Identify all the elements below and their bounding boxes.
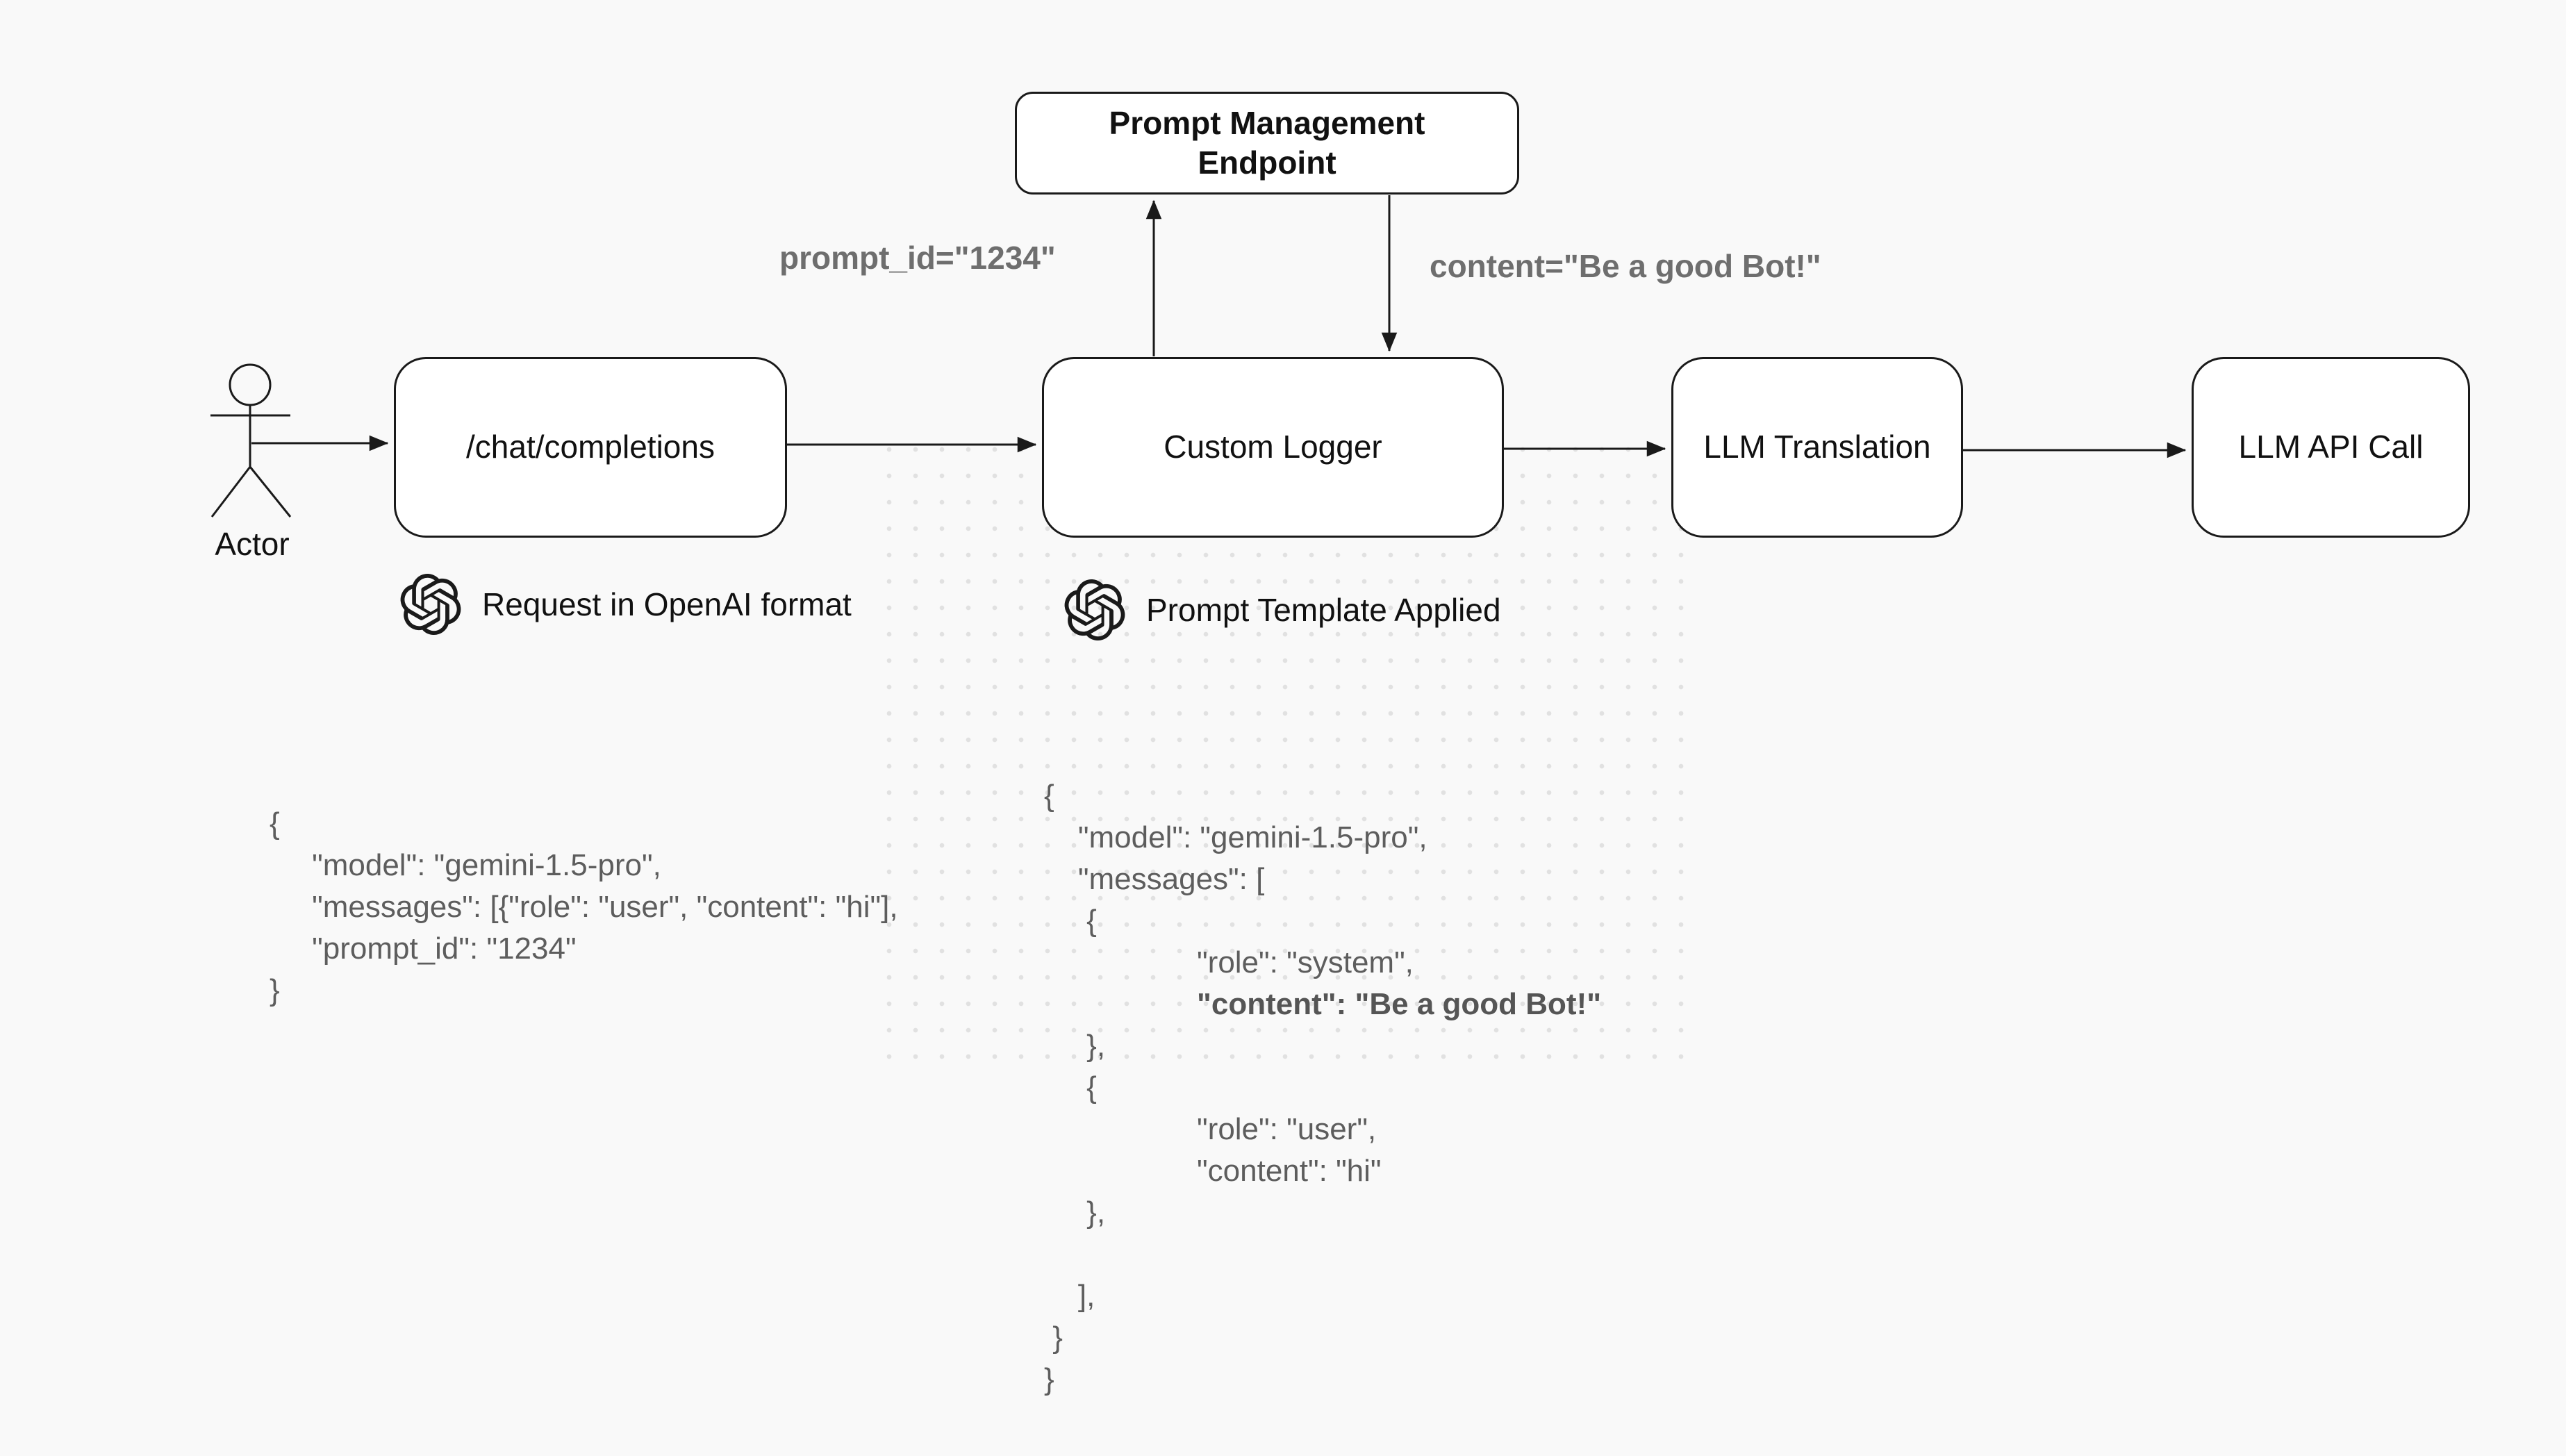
templated-json-snippet: { "model": "gemini-1.5-pro", "messages":… [1044, 775, 1601, 1400]
annotation-text: Prompt Template Applied [1146, 592, 1501, 628]
code-line: } [1044, 1321, 1063, 1355]
code-line: }, [1044, 1029, 1106, 1063]
code-line: "messages": [{"role": "user", "content":… [270, 890, 898, 924]
actor-leg-left [210, 466, 251, 518]
code-line: "model": "gemini-1.5-pro", [1044, 820, 1427, 854]
code-line: } [270, 973, 280, 1007]
request-json-snippet: { "model": "gemini-1.5-pro", "messages":… [270, 803, 898, 1011]
code-line: "prompt_id": "1234" [270, 932, 577, 966]
code-line: "messages": [ [1044, 862, 1265, 896]
node-label: Prompt Management Endpoint [1109, 104, 1425, 181]
code-line: { [1044, 904, 1097, 938]
code-line: "role": "system", [1044, 945, 1414, 979]
code-line: { [1044, 1070, 1097, 1105]
openai-logo-icon [1064, 579, 1125, 640]
node-prompt-management-endpoint: Prompt Management Endpoint [1015, 92, 1519, 195]
edge-label-prompt-id: prompt_id="1234" [779, 240, 1056, 276]
actor-figure [210, 363, 292, 518]
edge-label-content: content="Be a good Bot!" [1430, 248, 1821, 284]
code-line [1044, 1234, 1601, 1275]
annotation-prompt-template-applied: Prompt Template Applied [1064, 579, 1501, 640]
node-label: LLM Translation [1703, 429, 1931, 465]
openai-logo-icon [400, 574, 461, 635]
node-label: /chat/completions [466, 429, 715, 465]
node-chat-completions: /chat/completions [394, 357, 787, 538]
annotation-request-openai-format: Request in OpenAI format [400, 574, 852, 635]
code-line: { [1044, 779, 1054, 813]
code-line: "content": "hi" [1044, 1154, 1382, 1188]
node-llm-api-call: LLM API Call [2192, 357, 2470, 538]
actor-leg-right [249, 466, 292, 518]
code-line: "model": "gemini-1.5-pro", [270, 848, 661, 882]
code-line: } [1044, 1362, 1054, 1396]
code-line: "role": "user", [1044, 1112, 1377, 1146]
code-line: ], [1044, 1279, 1095, 1313]
node-label: Custom Logger [1164, 429, 1382, 465]
node-llm-translation: LLM Translation [1671, 357, 1963, 538]
actor-label: Actor [215, 526, 290, 562]
code-line: "content": "Be a good Bot!" [1044, 987, 1602, 1021]
code-line: { [270, 806, 280, 841]
annotation-text: Request in OpenAI format [482, 586, 852, 622]
node-label: LLM API Call [2238, 429, 2424, 465]
actor-head [229, 363, 272, 406]
node-custom-logger: Custom Logger [1042, 357, 1504, 538]
code-line: }, [1044, 1196, 1106, 1230]
